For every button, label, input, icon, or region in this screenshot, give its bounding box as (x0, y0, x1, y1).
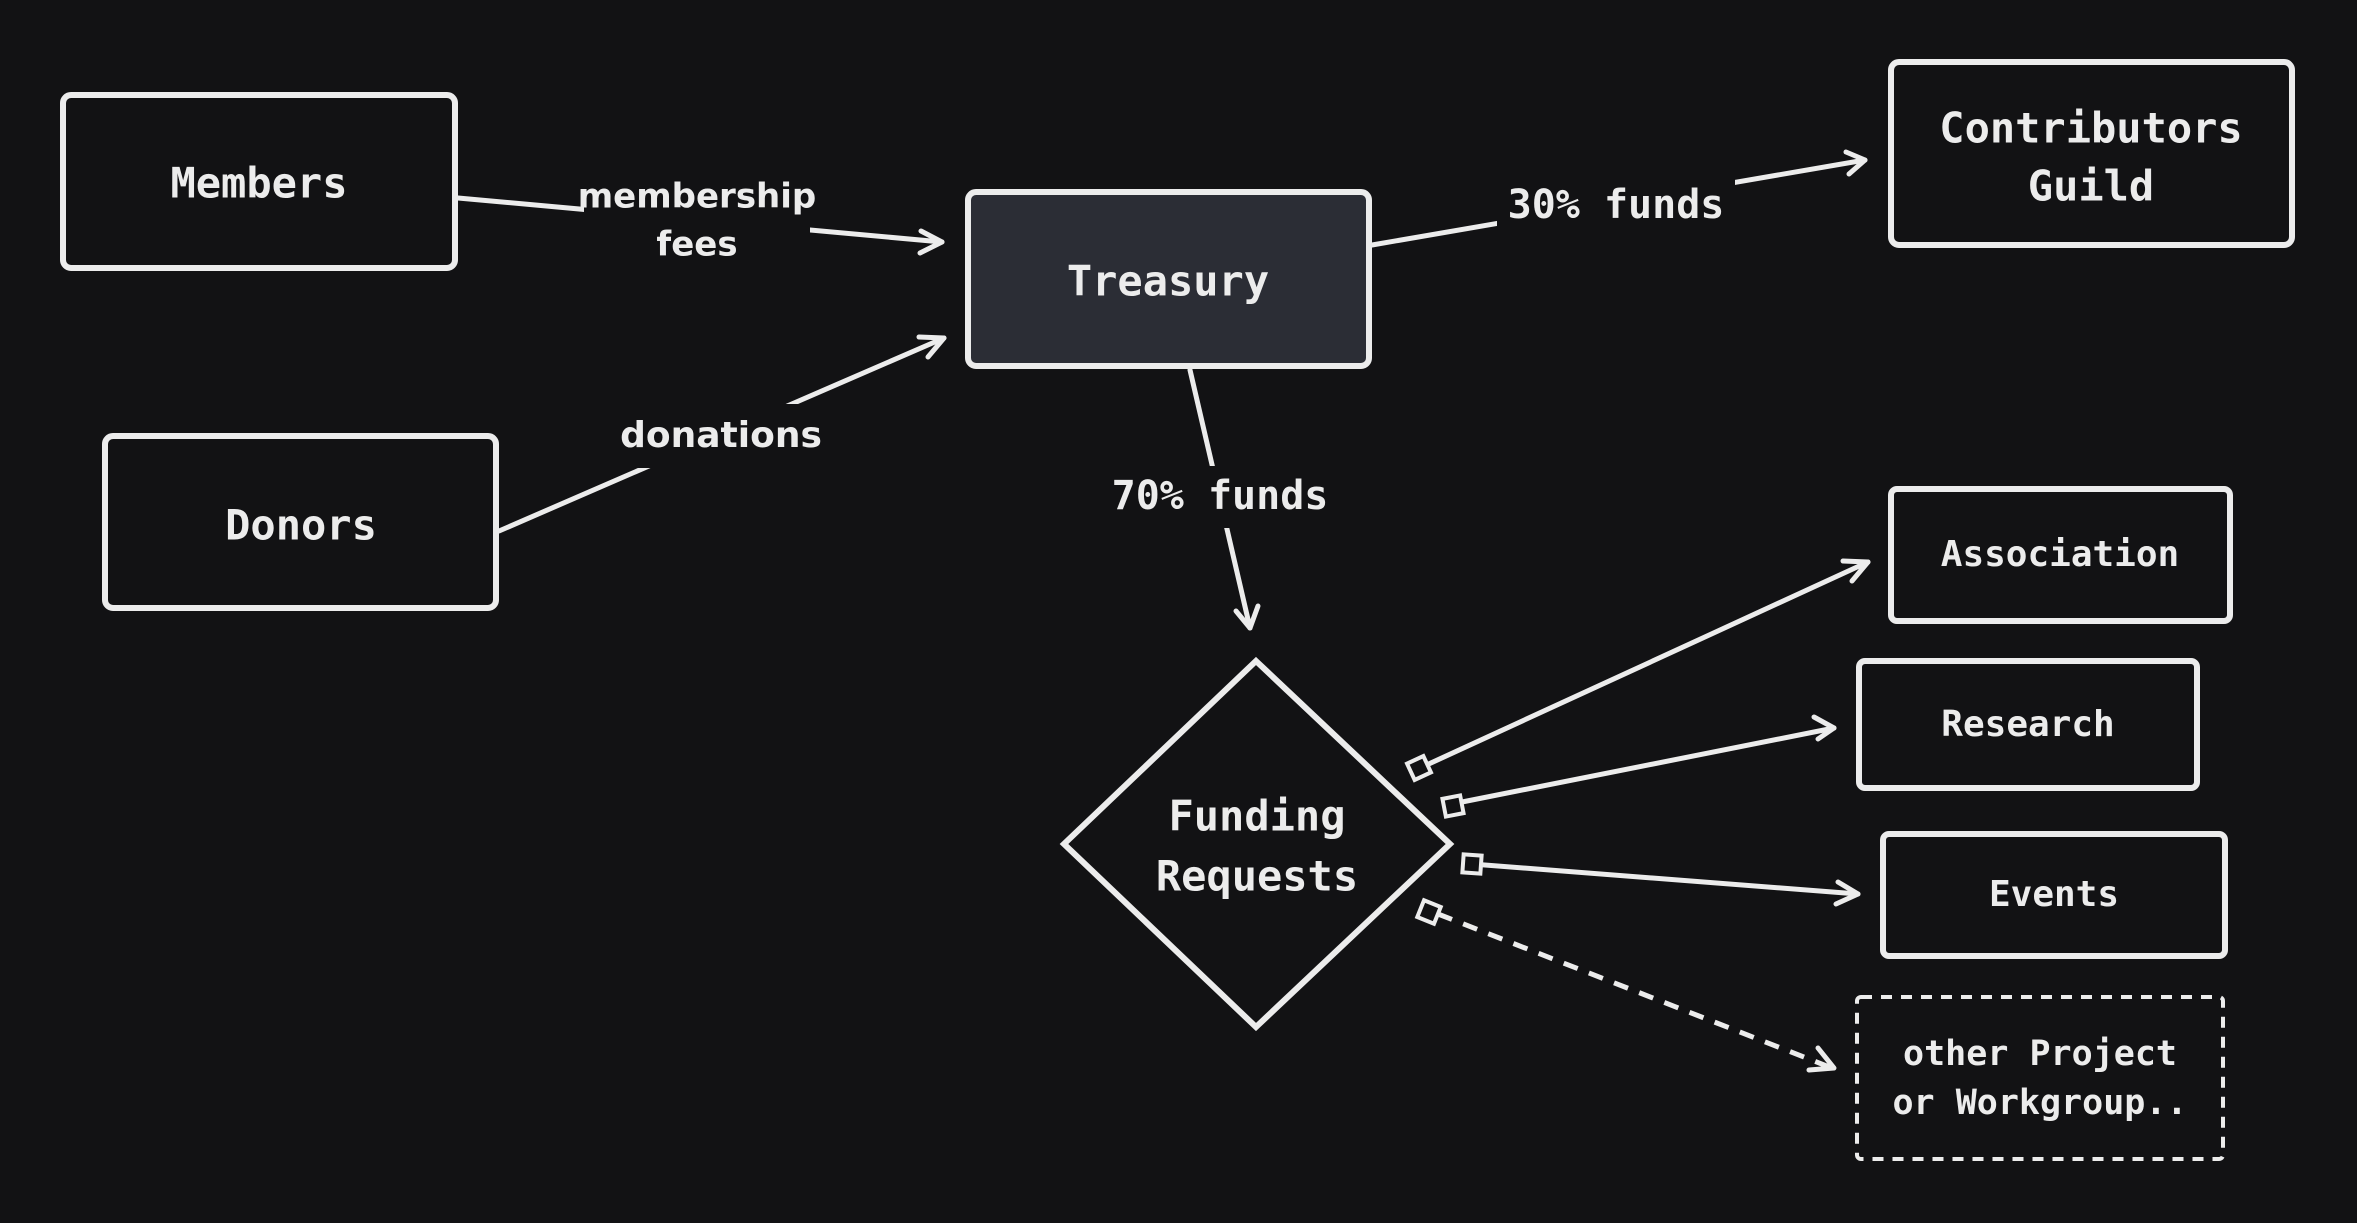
arrowhead (1833, 879, 1861, 907)
node-contributors-guild: Contributors Guild (1888, 59, 2295, 248)
members-label: Members (170, 159, 347, 208)
contributors-guild-box (1888, 59, 2295, 248)
edge-label-backdrop (584, 170, 810, 272)
funding-requests-diamond (1059, 656, 1455, 1032)
donations-label: donations (620, 415, 822, 456)
other-project-label-line2: or Workgroup.. (1892, 1083, 2187, 1123)
node-events: Events (1880, 831, 2228, 959)
edge-funding-to-other-project (1414, 897, 1837, 1073)
association-box (1888, 486, 2233, 624)
edge-members-to-treasury: membership fees (455, 170, 945, 272)
edge-label-backdrop (1102, 466, 1338, 528)
events-label: Events (1989, 874, 2119, 915)
funding-requests-label-line1: Funding (1168, 792, 1345, 841)
arrowhead (1233, 603, 1261, 631)
tail-marker (1414, 897, 1444, 927)
research-label: Research (1941, 704, 2114, 745)
funding-requests-label-line2: Requests (1156, 852, 1358, 901)
node-members: Members (60, 92, 458, 271)
edge-funding-to-research (1440, 714, 1837, 819)
arrowhead (1806, 1045, 1837, 1073)
treasury-box (965, 189, 1372, 369)
tail-marker (1404, 753, 1434, 783)
edge-treasury-to-funding-requests: 70% funds (1102, 367, 1338, 631)
arrowhead (1843, 149, 1868, 177)
tail-marker (1440, 793, 1466, 819)
edge-donors-to-treasury: donations (496, 334, 947, 534)
edge-label-backdrop (608, 404, 836, 468)
research-box (1856, 658, 2200, 791)
edge-treasury-to-contributors-guild: 30% funds (1369, 149, 1868, 248)
edge-line (1469, 861, 1861, 897)
edge-line (1417, 559, 1871, 771)
contributors-guild-label-line2: Guild (2028, 162, 2154, 211)
node-research: Research (1856, 658, 2200, 791)
donors-box (102, 433, 499, 611)
arrowhead (1811, 714, 1837, 742)
events-box (1880, 831, 2228, 959)
members-box (60, 92, 458, 271)
edge-label-backdrop (1497, 176, 1735, 236)
contributors-guild-label-line1: Contributors (1939, 104, 2242, 153)
thirty-percent-funds-label: 30% funds (1508, 182, 1725, 228)
membership-fees-label-line1: membership (578, 177, 817, 217)
seventy-percent-funds-label: 70% funds (1112, 473, 1329, 519)
membership-fees-label-line2: fees (656, 225, 737, 265)
edge-line (1437, 911, 1833, 1071)
donors-label: Donors (225, 501, 377, 550)
arrowhead (1840, 558, 1871, 584)
node-association: Association (1888, 486, 2233, 624)
arrowhead (916, 334, 947, 360)
tail-marker (1460, 852, 1484, 876)
node-other-project: other Project or Workgroup.. (1855, 995, 2225, 1161)
association-label: Association (1941, 534, 2179, 575)
edge-line (1449, 725, 1837, 807)
node-treasury: Treasury (965, 189, 1372, 369)
edge-funding-to-events (1460, 852, 1861, 907)
other-project-box (1855, 995, 2225, 1161)
arrowhead (917, 228, 945, 256)
node-donors: Donors (102, 433, 499, 611)
edge-funding-to-association (1404, 558, 1871, 783)
other-project-label-line1: other Project (1903, 1034, 2177, 1074)
node-funding-requests: Funding Requests (1059, 656, 1455, 1032)
treasury-label: Treasury (1067, 257, 1269, 306)
